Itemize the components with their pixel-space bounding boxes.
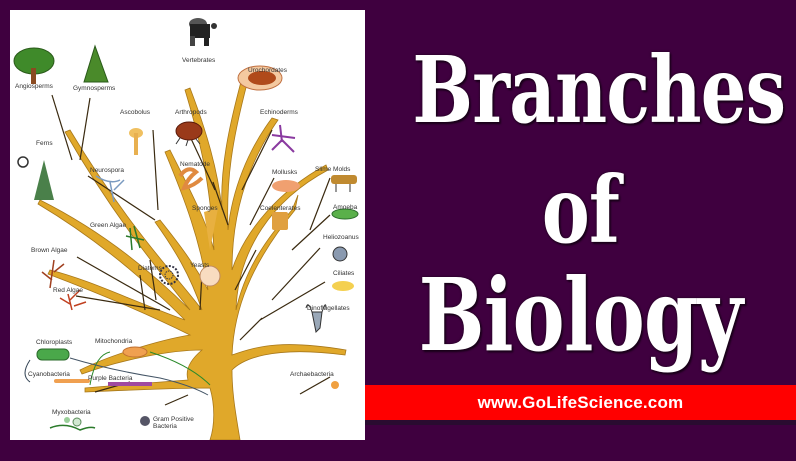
website-banner: www.GoLifeScience.com (365, 385, 796, 420)
title-line-of: of (541, 156, 620, 264)
tree-trunk-icon (37, 77, 347, 440)
label-chloroplasts: Chloroplasts (36, 339, 73, 346)
symbiosis-arrows (24, 351, 211, 396)
archaebacteria-icon (331, 381, 339, 389)
arthropod-mite-icon (175, 121, 203, 147)
label-purple-bacteria: Purple Bacteria (88, 375, 133, 382)
label-angiosperms: Angiosperms (15, 83, 54, 90)
chloroplast-icon (36, 348, 70, 361)
neurospora-icon (95, 175, 125, 203)
amoeba-icon (331, 208, 359, 220)
label-heliozoans: Heliozoanus (323, 234, 360, 241)
coelenterate-icon (272, 212, 288, 230)
slime-mold-icon (331, 175, 357, 192)
urochordate-icon (237, 65, 283, 91)
heliozoan-icon (332, 246, 348, 262)
label-urochordates: Urochordates (248, 67, 288, 74)
tree-of-life-illustration: Vertebrates Urochordates Angiosperms Gym… (10, 10, 365, 440)
phylogenetic-tree: Vertebrates Urochordates Angiosperms Gym… (13, 18, 360, 440)
label-ciliates: Ciliates (333, 270, 355, 277)
gymnosperm-tree-icon (83, 44, 109, 83)
label-cyanobacteria: Cyanobacteria (28, 371, 70, 378)
ascobolus-mushroom-icon (129, 128, 143, 155)
label-sponges: Sponges (192, 205, 218, 212)
label-amoeba: Amoeba (333, 204, 358, 211)
green-algae-icon (125, 225, 145, 251)
echinoderm-starfish-icon (271, 124, 296, 153)
label-neurospora: Neurospora (90, 167, 124, 174)
cyanobacteria-icon (54, 379, 90, 383)
label-ascobolus: Ascobolus (120, 109, 151, 116)
label-gram-positive: Gram Positive (153, 416, 194, 423)
label-ferns: Ferns (36, 140, 53, 147)
myxobacteria-icon (49, 417, 96, 431)
label-red-algae: Red Algae (53, 287, 83, 294)
nematode-worm-icon (178, 167, 204, 191)
label-gymnosperms: Gymnosperms (73, 85, 116, 92)
red-algae-icon (59, 289, 87, 311)
angiosperm-tree-icon (13, 47, 55, 84)
dinoflagellate-icon (305, 304, 327, 334)
purple-bacteria-icon (108, 382, 152, 386)
yeast-icon (199, 265, 221, 287)
label-mitochondria: Mitochondria (95, 338, 133, 345)
label-myxobacteria: Myxobacteria (52, 409, 91, 416)
label-diatoms: Diatoms (138, 265, 163, 272)
label-slime-molds: Slime Molds (315, 166, 351, 173)
label-yeasts: Yeasts (190, 262, 210, 269)
title-line-branches: Branches (412, 36, 786, 144)
fern-icon (17, 156, 54, 200)
label-vertebrates: Vertebrates (182, 57, 216, 64)
brown-algae-icon (41, 259, 65, 289)
mitochondrion-icon (122, 346, 148, 358)
title-line-biology: Biology (418, 256, 743, 374)
sponge-icon (204, 208, 218, 250)
label-gram-positive-bacteria: Bacteria (153, 423, 177, 430)
banner-shadow (365, 420, 796, 425)
branch-lines (51, 94, 331, 406)
label-arthropods: Arthropods (175, 109, 208, 116)
gram-positive-icon (140, 416, 150, 426)
ciliate-icon (332, 281, 354, 291)
poodle-icon (189, 18, 217, 46)
label-coelenterates: Coelenterates (260, 205, 301, 212)
website-url-link[interactable]: www.GoLifeScience.com (477, 392, 684, 412)
label-mollusks: Mollusks (272, 169, 298, 176)
mollusk-icon (272, 180, 300, 192)
label-nematode: Nematode (180, 161, 210, 168)
label-archaebacteria: Archaebacteria (290, 371, 334, 378)
label-echinoderms: Echinoderms (260, 109, 299, 116)
diatom-icon (159, 265, 179, 285)
label-dinoflagellates: Dinoflagellates (307, 305, 350, 312)
label-green-algae: Green Algae (90, 222, 127, 229)
label-brown-algae: Brown Algae (31, 247, 68, 254)
